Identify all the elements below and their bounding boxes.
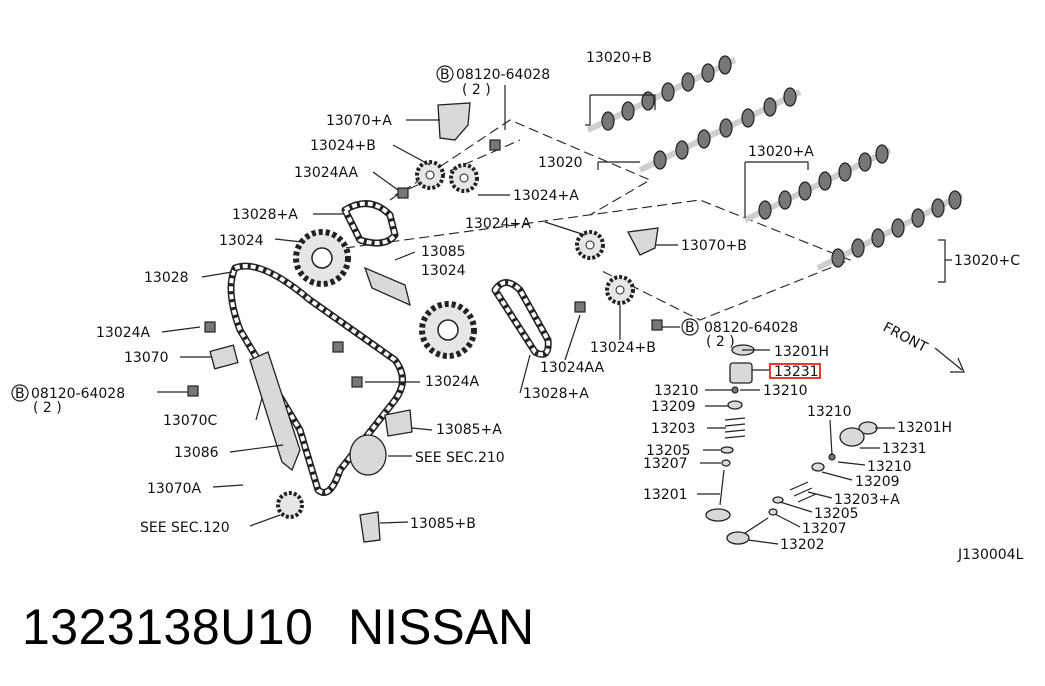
- label-13028A-low: 13028+A: [523, 386, 589, 402]
- label-13024AA-top: 13024AA: [294, 165, 359, 181]
- diagram-code: J130004L: [957, 547, 1024, 563]
- timing-chain-13028A-upper: [341, 200, 399, 247]
- tensioner-13070: [209, 344, 239, 370]
- label-13085B: 13085+B: [410, 516, 476, 532]
- part-number: 1323138U10: [22, 599, 314, 655]
- sprocket-13024B-mid: [605, 275, 635, 305]
- camshaft-13020A: [743, 144, 892, 223]
- tensioner-13070A-top: [437, 102, 471, 141]
- label-13028A-top: 13028+A: [232, 207, 298, 223]
- camshaft-13020: [638, 87, 802, 173]
- bolt-qty-mid: ( 2 ): [706, 334, 735, 350]
- label-13024AA-mid: 13024AA: [540, 360, 605, 376]
- label-13070A-low: 13070A: [147, 481, 202, 497]
- leader-lines: [157, 94, 952, 545]
- label-13024: 13024: [219, 233, 264, 249]
- valve-train-right: [726, 421, 878, 545]
- guide-13085A: [384, 409, 413, 437]
- bolt-spec-left: 08120-64028: [31, 386, 125, 402]
- label-13085: 13085: [421, 244, 466, 260]
- label-13024A-top: 13024+A: [513, 188, 579, 204]
- label-13203A: 13203+A: [834, 492, 900, 508]
- label-13202: 13202: [780, 537, 825, 553]
- label-13210-b: 13210: [763, 383, 808, 399]
- label-13201H-r: 13201H: [897, 420, 952, 436]
- svg-text:B: B: [15, 386, 25, 402]
- label-13207-r: 13207: [802, 521, 847, 537]
- bolt-marker-mid: B 08120-64028 ( 2 ): [662, 318, 798, 350]
- label-13209-r: 13209: [855, 474, 900, 490]
- chain-guide-13085: [363, 266, 411, 307]
- timing-chain-13028A-lower: [491, 279, 552, 358]
- bolt-spec-mid: 08120-64028: [704, 320, 798, 336]
- label-13209: 13209: [651, 399, 696, 415]
- bolt-spec-top: 08120-64028: [456, 67, 550, 83]
- label-13024A-low: 13024A: [425, 374, 480, 390]
- label-13024B-top: 13024+B: [310, 138, 376, 154]
- front-label: FRONT: [880, 319, 930, 356]
- sprocket-13024-mid: [419, 301, 477, 359]
- label-13020: 13020: [538, 155, 583, 171]
- label-13231-r: 13231: [882, 441, 927, 457]
- label-13210-a: 13210: [654, 383, 699, 399]
- camshaft-13020C: [816, 190, 964, 271]
- sprocket-13024B-top: [415, 160, 445, 190]
- label-13210-r2: 13210: [867, 459, 912, 475]
- svg-text:B: B: [440, 67, 450, 83]
- label-13070C: 13070C: [163, 413, 218, 429]
- label-13207: 13207: [643, 456, 688, 472]
- label-see-sec-120: SEE SEC.120: [140, 520, 230, 536]
- sprocket-13024A-top: [449, 163, 479, 193]
- svg-text:B: B: [685, 320, 695, 336]
- valve-train-left: [705, 344, 755, 522]
- label-13205: 13205: [646, 443, 691, 459]
- part-labels: 13020+B 13070+A 13024+B 13024AA 13020 13…: [96, 50, 1024, 563]
- label-13085A: 13085+A: [436, 422, 502, 438]
- label-13205-r: 13205: [814, 506, 859, 522]
- label-13203: 13203: [651, 421, 696, 437]
- label-13028: 13028: [144, 270, 189, 286]
- label-13020A: 13020+A: [748, 144, 814, 160]
- crank-sprocket: [276, 491, 304, 519]
- label-13086: 13086: [174, 445, 219, 461]
- label-see-sec-210: SEE SEC.210: [415, 450, 505, 466]
- chain-guide-13086: [249, 351, 301, 472]
- label-13070: 13070: [124, 350, 169, 366]
- label-13070A-top: 13070+A: [326, 113, 392, 129]
- bolt-qty-top: ( 2 ): [462, 82, 491, 98]
- brand-name: NISSAN: [348, 599, 535, 655]
- label-13210-r: 13210: [807, 404, 852, 420]
- bolts: [187, 139, 663, 397]
- sec210-part: [349, 434, 387, 476]
- bolt-marker-top: B 08120-64028 ( 2 ): [436, 65, 550, 130]
- camshaft-13020B: [586, 55, 737, 133]
- front-arrow: FRONT: [880, 319, 965, 373]
- sprocket-13024-large: [293, 229, 351, 287]
- label-13020B: 13020+B: [586, 50, 652, 66]
- guide-13085B: [359, 511, 381, 543]
- label-13231-highlighted: 13231: [774, 364, 819, 380]
- label-13020C: 13020+C: [954, 253, 1020, 269]
- label-13024A-left: 13024A: [96, 325, 151, 341]
- sprocket-13024A-mid: [575, 230, 605, 260]
- bolt-marker-left: B 08120-64028 ( 2 ): [11, 384, 125, 416]
- label-13024A-mid: 13024+A: [465, 216, 531, 232]
- tensioner-13070B: [626, 227, 659, 256]
- label-13024-mid: 13024: [421, 263, 466, 279]
- label-13024B-mid: 13024+B: [590, 340, 656, 356]
- label-13201H: 13201H: [774, 344, 829, 360]
- highlight-13231: [769, 363, 821, 379]
- bolt-qty-left: ( 2 ): [33, 400, 62, 416]
- label-13201: 13201: [643, 487, 688, 503]
- label-13070B: 13070+B: [681, 238, 747, 254]
